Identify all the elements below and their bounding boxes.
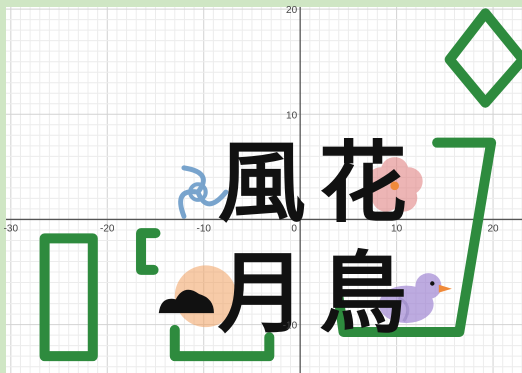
axes (6, 7, 522, 373)
x-tick-label: -10 (196, 223, 211, 234)
x-tick-label: 20 (488, 223, 500, 234)
swirl-arm (195, 189, 229, 207)
swirl-core (188, 182, 208, 202)
y-tick-label: -10 (283, 321, 298, 332)
x-tick-label: 10 (391, 223, 403, 234)
kanji-1: 花 (319, 131, 407, 235)
bird-wing (397, 296, 410, 323)
shapes (39, 8, 522, 362)
plum-blossom (366, 157, 423, 212)
bird-beak (438, 284, 452, 293)
x-tick-label: -30 (4, 223, 19, 234)
vase (333, 137, 497, 337)
kanji-3: 鳥 (319, 241, 407, 345)
swirl-arm (181, 165, 206, 195)
kanji-0: 風 (218, 131, 306, 235)
x-tick-label: -20 (100, 223, 115, 234)
bird-head (415, 273, 442, 300)
bird-eye (430, 281, 435, 286)
diamond (444, 8, 522, 108)
tick-labels: -30 -20 -10 0 10 20 20 10 -10 (4, 5, 499, 332)
left-rect (39, 233, 98, 362)
y-tick-label: 20 (286, 5, 298, 16)
bird (378, 273, 442, 324)
kanji-2: 月 (218, 241, 306, 345)
wind-swirl (178, 165, 229, 219)
swirl-arm (178, 189, 201, 219)
kanji-labels: 風花月鳥 (218, 131, 407, 345)
x-tick-label: 0 (291, 223, 297, 234)
marks (158, 157, 452, 328)
cloud-puff (158, 289, 214, 314)
left-bracket (136, 228, 161, 275)
plum-center-disc (390, 181, 400, 191)
petal (366, 167, 395, 196)
cloud (158, 289, 214, 314)
y-tick-label: 10 (286, 110, 298, 121)
plum-center (390, 181, 400, 191)
bottom-bracket (169, 324, 275, 362)
